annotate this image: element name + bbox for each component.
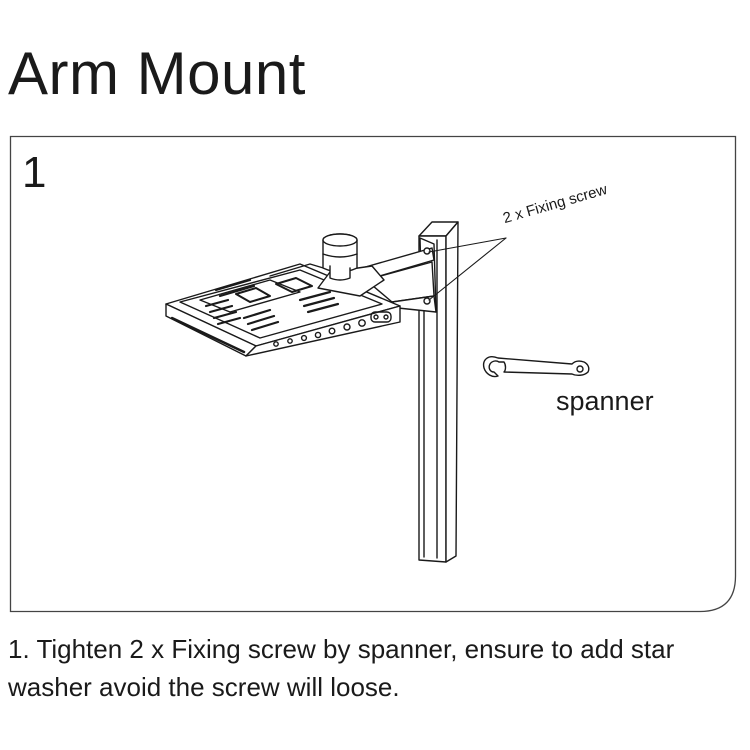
callout-leaders [428,237,507,301]
arm-bracket [361,237,437,313]
photocell-sensor [317,233,385,297]
spanner-icon [482,356,590,378]
instruction-line-2: washer avoid the screw will loose. [8,672,400,702]
pole [418,221,459,563]
instruction-line-1: 1. Tighten 2 x Fixing screw by spanner, … [8,634,675,664]
instruction-text: 1. Tighten 2 x Fixing screw by spanner, … [8,630,744,706]
step-frame [9,135,737,613]
page-title: Arm Mount [8,40,306,107]
step-number: 1 [22,148,47,197]
spanner-label: spanner [556,386,654,416]
